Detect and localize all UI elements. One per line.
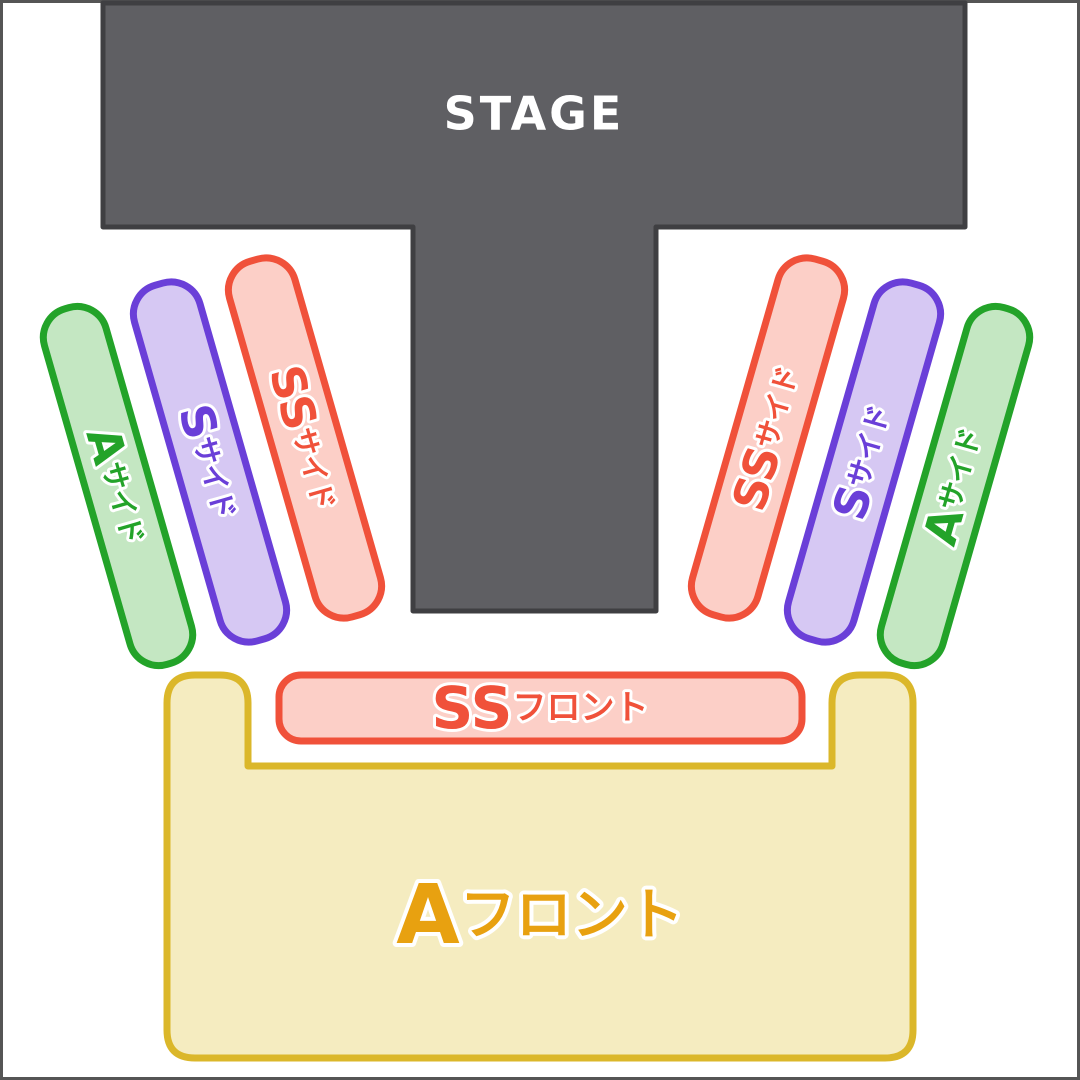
- a-side-left-block[interactable]: Aサイド: [36, 299, 200, 672]
- ss-front-label: SSフロント: [432, 674, 649, 742]
- ss-side-right-shape: [687, 254, 849, 622]
- stage-area: [100, 0, 968, 614]
- s-side-left-shape: [129, 278, 291, 646]
- a-side-right-block[interactable]: Aサイド: [873, 299, 1037, 672]
- a-front-shape: [163, 671, 917, 1062]
- a-side-left-shape: [39, 302, 197, 670]
- ss-side-right-block[interactable]: SSサイド: [684, 251, 851, 625]
- s-side-right-shape: [783, 278, 945, 646]
- ss-front-block[interactable]: SSフロント: [275, 671, 806, 745]
- a-front-block[interactable]: Aフロント: [163, 671, 917, 1062]
- ss-front-shape: [275, 671, 806, 745]
- stage-label: STAGE: [444, 87, 625, 141]
- s-side-right-block[interactable]: Sサイド: [780, 275, 947, 649]
- a-side-right-shape: [876, 302, 1034, 670]
- s-side-left-block[interactable]: Sサイド: [126, 275, 293, 649]
- ss-side-left-shape: [224, 254, 386, 622]
- a-front-label: Aフロント: [396, 868, 683, 963]
- ss-side-left-block[interactable]: SSサイド: [221, 251, 388, 625]
